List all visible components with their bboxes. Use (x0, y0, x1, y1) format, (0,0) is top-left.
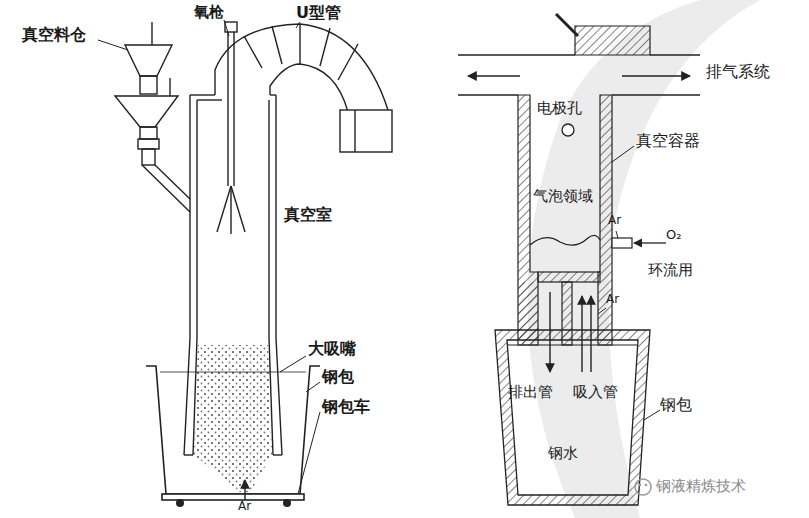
part-label: 钢水 (548, 445, 578, 462)
part-label: U型管 (296, 4, 341, 22)
watermark: 钢液精炼技术 (656, 478, 746, 495)
part-label: 真空室 (284, 206, 332, 224)
part-label: 排气系统 (706, 63, 770, 81)
region-label: 气泡领域 (533, 188, 593, 205)
part-label: 大吸嘴 (308, 340, 356, 358)
part-label: 钢包 (322, 368, 354, 386)
gas-label: Ar (238, 500, 251, 514)
part-label: 氧枪 (194, 4, 224, 21)
part-label: 排出管 (508, 384, 553, 401)
part-label: 真空料仓 (22, 26, 86, 44)
part-label: 吸入管 (573, 384, 618, 401)
part-label: 真空容器 (636, 132, 700, 150)
part-label: 钢包车 (322, 398, 370, 416)
part-label: 电极孔 (537, 100, 582, 117)
part-label: 环流用 (648, 262, 693, 279)
gas-label: O₂ (666, 228, 681, 243)
gas-label: Ar (606, 293, 619, 307)
gas-label: Ar (608, 214, 621, 228)
part-label: 钢包 (660, 396, 692, 414)
